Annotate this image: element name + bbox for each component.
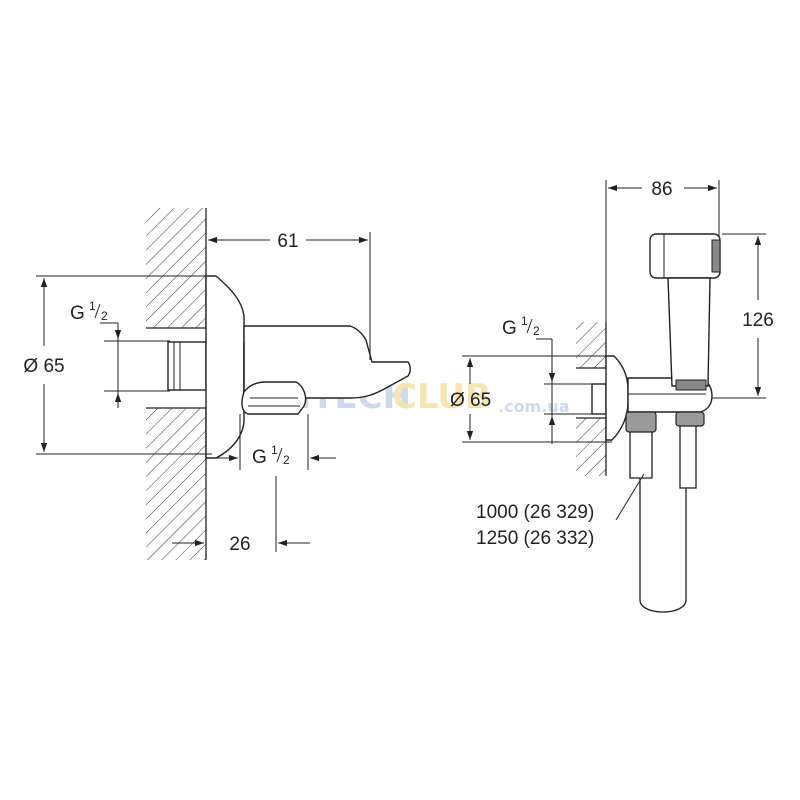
dim-26: 26 (172, 456, 310, 555)
thread-right-num: 1 (521, 314, 528, 328)
thread-top-base: G (70, 303, 85, 324)
wall-hatch-lower-right (576, 418, 606, 476)
left-view: 61 Ø 65 G 1 2 G (23, 208, 411, 560)
hose-nut-left (625, 411, 657, 433)
thread-top-num: 1 (89, 299, 96, 313)
rosette-flange (205, 275, 245, 459)
thread-right-callout: G 1 2 (502, 314, 594, 444)
wall-nipple (167, 341, 207, 391)
thread-bottom-callout: G 1 2 (212, 414, 336, 470)
thread-bottom-den: 2 (283, 453, 290, 467)
wall-hatch-upper (146, 208, 206, 328)
dim-126-label: 126 (742, 310, 774, 331)
thread-right-den: 2 (533, 324, 540, 338)
dim-diameter-right: Ø 65 (450, 355, 612, 443)
shower-handle-knurl (675, 379, 707, 391)
dim-86-label: 86 (651, 179, 672, 200)
dim-diameter-left: Ø 65 (23, 275, 212, 455)
dim-61: 61 (205, 231, 371, 360)
dim-61-label: 61 (277, 231, 298, 252)
thread-top-den: 2 (101, 309, 108, 323)
shower-head (649, 233, 721, 279)
hand-shower (649, 233, 721, 391)
outlet-connector (241, 381, 307, 415)
dim-26-label: 26 (229, 534, 250, 555)
thread-top-callout: G 1 2 (70, 299, 170, 408)
thread-right-base: G (502, 318, 517, 339)
shower-spray-face (711, 239, 721, 273)
wall-hatch-upper-right (576, 322, 606, 368)
watermark-text-2: CLUB (392, 377, 491, 417)
hose-option-2: 1250 (26 332) (476, 528, 594, 549)
hose (629, 426, 697, 613)
shower-handle (667, 277, 711, 387)
hose-option-1: 1000 (26 329) (476, 502, 594, 523)
wall-hatch-lower (146, 408, 206, 560)
dim-diameter-left-label: Ø 65 (23, 356, 64, 377)
thread-bottom-num: 1 (271, 443, 278, 457)
dim-diameter-right-label: Ø 65 (450, 390, 491, 411)
thread-bottom-base: G (252, 447, 267, 468)
wall-nipple-right (591, 383, 607, 415)
watermark-domain: .com.ua (498, 397, 570, 416)
hose-leader-line (615, 473, 645, 521)
dim-86: 86 (605, 179, 720, 360)
dim-126: 126 (712, 233, 774, 399)
hose-length-callout: 1000 (26 329) 1250 (26 332) (476, 473, 645, 549)
rosette-flange-right (605, 355, 629, 441)
hose-nut-right (675, 411, 705, 427)
right-view: 86 126 Ø 65 G 1 2 (450, 179, 774, 613)
